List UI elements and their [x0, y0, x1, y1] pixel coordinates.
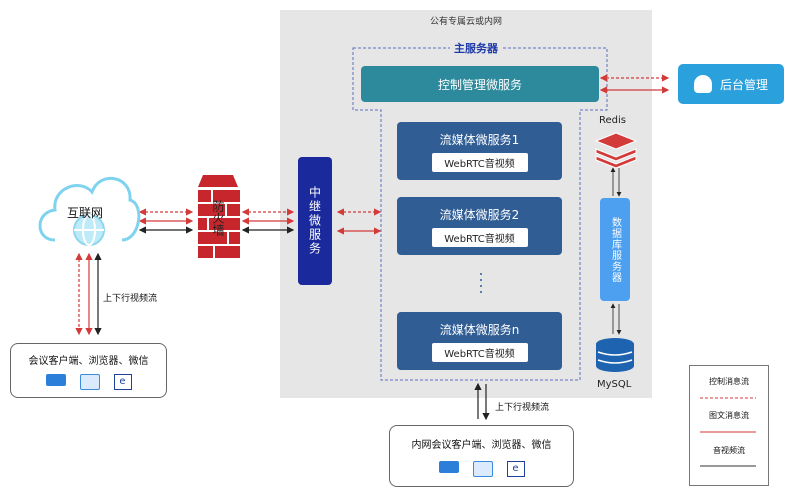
ellipsis-dots — [480, 273, 482, 293]
database-server: 数据库服务器 — [600, 198, 630, 301]
main-server-border — [352, 47, 608, 381]
intranet-stream-label: 上下行视频流 — [495, 403, 550, 413]
admin-user-icon — [693, 75, 712, 93]
media-service-name: 流媒体微服务2 — [439, 207, 520, 222]
client-box-title: 会议客户端、浏览器、微信 — [28, 355, 149, 367]
cloud-area-title: 公有专属云或内网 — [429, 17, 502, 27]
redis-label: Redis — [599, 115, 626, 126]
webrtc-tag: WebRTC音视频 — [431, 152, 528, 172]
legend-graphic: 图文消息流 — [709, 411, 749, 420]
internet-cloud-icon — [38, 176, 141, 246]
media-service-name: 流媒体微服务n — [439, 322, 520, 337]
redis-icon — [594, 132, 638, 169]
internet-label: 互联网 — [67, 206, 104, 220]
client-box: 会议客户端、浏览器、微信 e — [10, 343, 167, 398]
webrtc-tag: WebRTC音视频 — [431, 227, 528, 247]
mysql-icon — [596, 338, 634, 372]
intranet-client-box: 内网会议客户端、浏览器、微信 e — [389, 425, 574, 487]
server-icon — [45, 373, 66, 386]
firewall-icon — [198, 175, 240, 258]
main-server-title: 主服务器 — [450, 40, 502, 56]
backend-management[interactable]: 后台管理 — [678, 64, 784, 104]
legend — [689, 365, 769, 486]
webrtc-tag: WebRTC音视频 — [431, 342, 528, 362]
browser-icon: e — [506, 460, 525, 477]
devices-icon — [472, 460, 493, 477]
backend-label: 后台管理 — [719, 77, 768, 92]
internet-stream-label: 上下行视频流 — [103, 294, 158, 304]
devices-icon — [79, 373, 100, 390]
control-management-service: 控制管理微服务 — [361, 66, 599, 102]
browser-icon: e — [113, 373, 132, 390]
legend-control: 控制消息流 — [709, 377, 749, 386]
relay-service: 中继微服务 — [298, 157, 332, 285]
media-service-name: 流媒体微服务1 — [439, 132, 520, 147]
mysql-label: MySQL — [597, 379, 632, 390]
server-icon — [438, 460, 459, 473]
intranet-client-box-title: 内网会议客户端、浏览器、微信 — [411, 439, 552, 451]
firewall-label: 防火墙 — [211, 200, 225, 236]
legend-av: 音视频流 — [713, 446, 745, 455]
